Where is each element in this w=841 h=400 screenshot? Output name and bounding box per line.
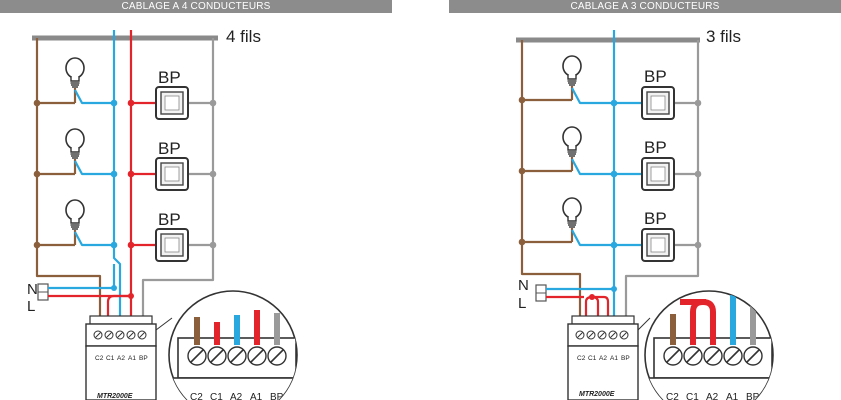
panel-title-3-conductors: CABLAGE A 3 CONDUCTEURS bbox=[449, 0, 841, 13]
button-label: BP bbox=[158, 139, 181, 158]
zoom-terminal-label: A1 bbox=[726, 392, 739, 400]
module-mtr2000e: C2 C1 A2 A1 BP MTR2000E bbox=[567, 315, 639, 400]
bulb-icon bbox=[65, 57, 85, 88]
bulb-icon bbox=[65, 128, 85, 159]
terminal-label: C1 bbox=[106, 355, 115, 362]
bus-label: 3 fils bbox=[706, 27, 741, 46]
bulb-icon bbox=[562, 126, 582, 157]
panel-title-4-conductors: CABLAGE A 4 CONDUCTEURS bbox=[0, 0, 392, 13]
terminal-label: A2 bbox=[117, 355, 125, 362]
zoom-terminal-label: BP bbox=[270, 392, 284, 400]
zoom-terminal-label: C1 bbox=[210, 392, 223, 400]
push-button-icon bbox=[641, 86, 675, 120]
bus-label: 4 fils bbox=[226, 27, 261, 46]
module-mtr2000e: C2 C1 A2 A1 BP MTR2000E bbox=[85, 315, 157, 400]
terminal-label: A2 bbox=[599, 355, 607, 362]
terminal-label: BP bbox=[139, 355, 148, 362]
push-button-icon bbox=[155, 157, 189, 191]
zoom-terminal-label: C2 bbox=[190, 392, 203, 400]
module-name: MTR2000E bbox=[579, 391, 615, 398]
panel-3-conductors: 3 fils bbox=[516, 27, 774, 400]
terminal-label: C1 bbox=[588, 355, 597, 362]
module-name: MTR2000E bbox=[97, 393, 133, 400]
button-label: BP bbox=[158, 210, 181, 229]
button-label: BP bbox=[158, 68, 181, 87]
zoom-terminal-label: A1 bbox=[250, 392, 263, 400]
push-button-icon bbox=[641, 228, 675, 262]
terminal-zoom-4: C2 C1 A2 A1 BP bbox=[155, 290, 298, 400]
neutral-label: N bbox=[27, 281, 38, 298]
blue-wire bbox=[74, 30, 122, 318]
terminal-label: A1 bbox=[610, 355, 618, 362]
terminal-label: C2 bbox=[95, 355, 104, 362]
red-wire bbox=[127, 30, 156, 318]
brown-wire bbox=[33, 38, 102, 318]
grey-wire bbox=[624, 40, 702, 318]
terminal-label: BP bbox=[621, 355, 630, 362]
push-button-icon bbox=[155, 86, 189, 120]
zoom-terminal-label: A2 bbox=[230, 392, 243, 400]
terminal-zoom-3: C2 C1 A2 A1 BP bbox=[637, 290, 774, 400]
grey-wire bbox=[141, 38, 217, 318]
push-button-icon bbox=[155, 228, 189, 262]
zoom-terminal-label: A2 bbox=[706, 392, 719, 400]
push-button-icon bbox=[641, 157, 675, 191]
bulb-icon bbox=[65, 199, 85, 230]
bulb-icon bbox=[562, 197, 582, 228]
button-label: BP bbox=[644, 138, 667, 157]
terminal-label: A1 bbox=[128, 355, 136, 362]
button-label: BP bbox=[644, 67, 667, 86]
line-label: L bbox=[518, 295, 526, 312]
zoom-terminal-label: C1 bbox=[686, 392, 699, 400]
panel-4-conductors: 4 fils bbox=[27, 27, 298, 400]
neutral-label: N bbox=[518, 277, 529, 294]
zoom-terminal-label: BP bbox=[746, 392, 760, 400]
line-label: L bbox=[27, 298, 35, 315]
zoom-terminal-label: C2 bbox=[666, 392, 679, 400]
blue-wire bbox=[571, 30, 642, 318]
bulb-icon bbox=[562, 55, 582, 86]
button-label: BP bbox=[644, 209, 667, 228]
terminal-label: C2 bbox=[577, 355, 586, 362]
